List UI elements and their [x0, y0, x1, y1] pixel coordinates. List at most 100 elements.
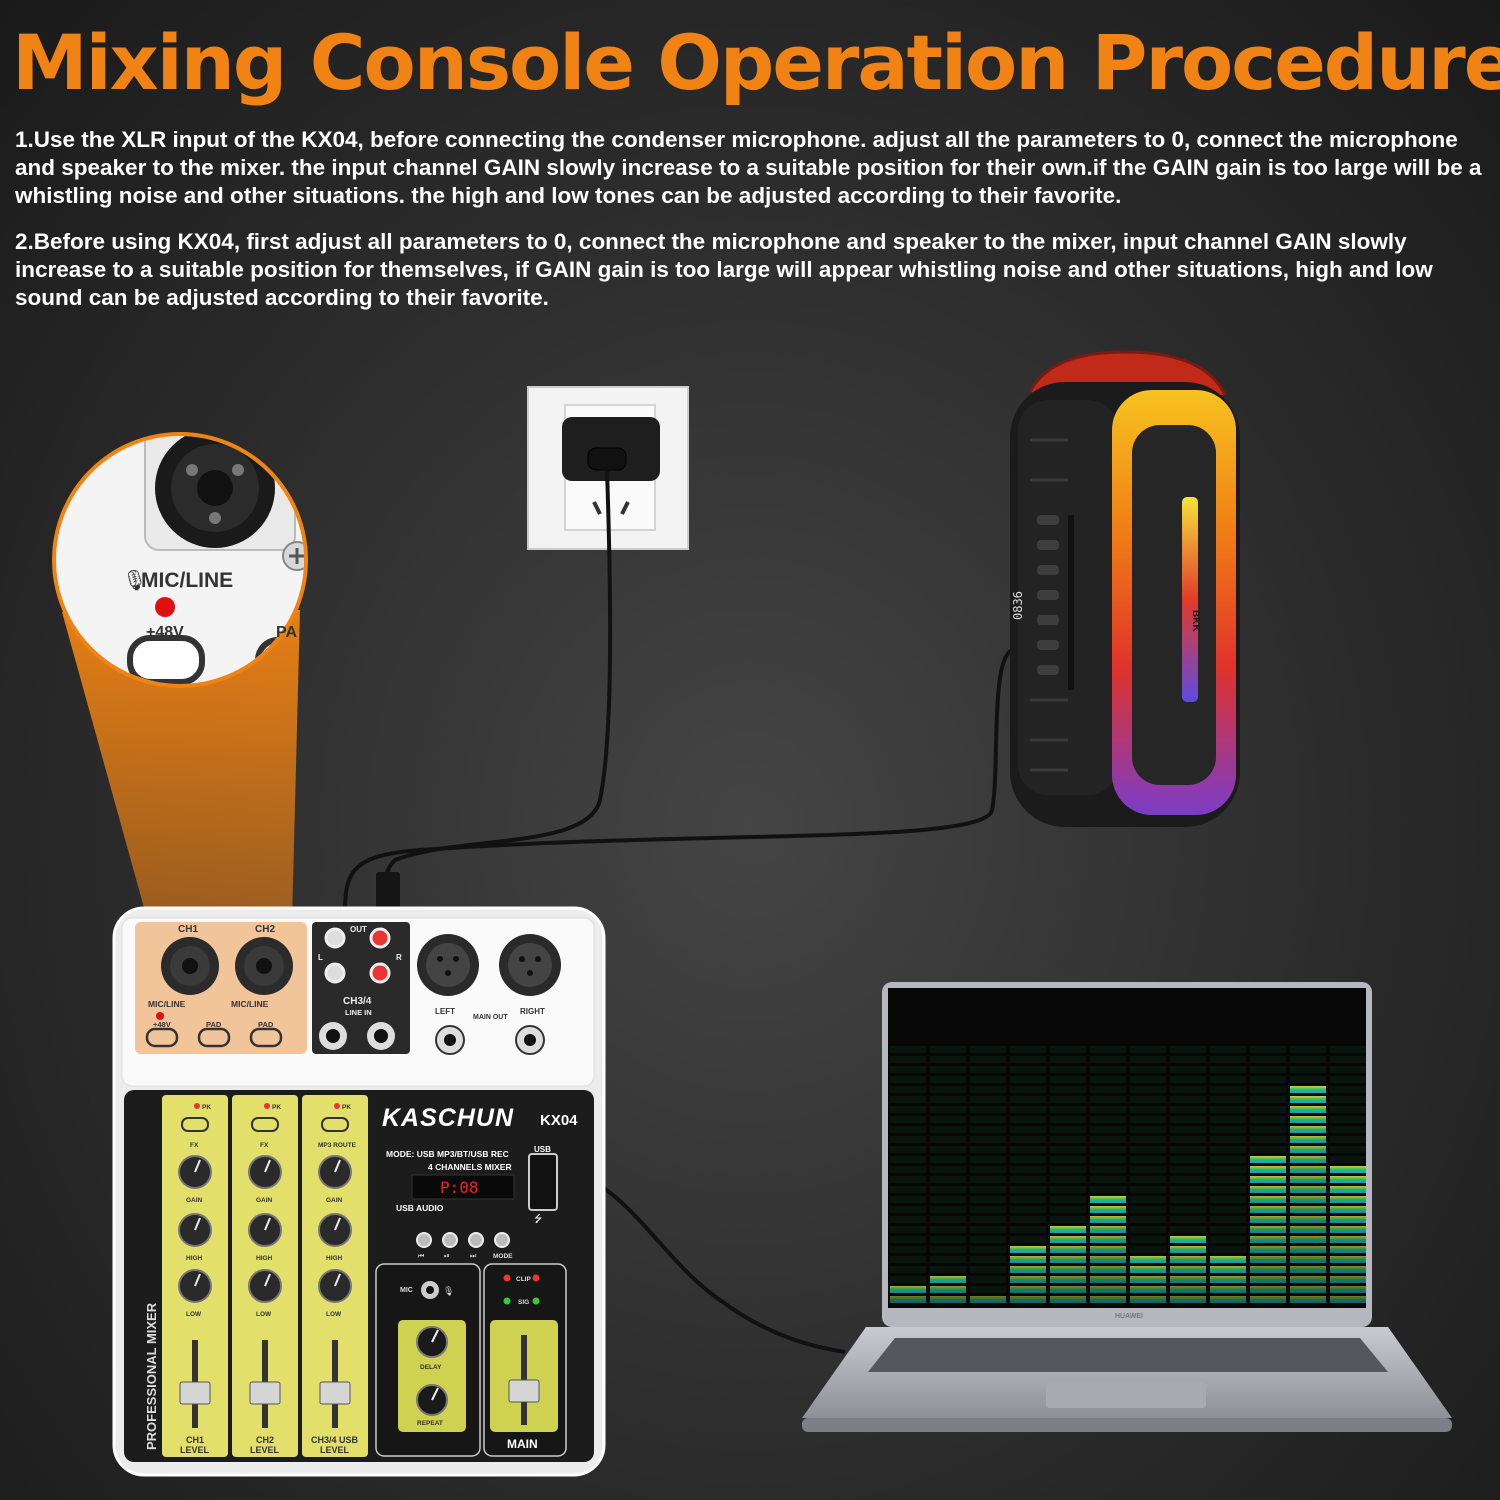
ch2-gain-knob[interactable] — [248, 1155, 282, 1189]
eq-segment-dim — [1130, 1176, 1166, 1183]
eq-segment — [1090, 1226, 1126, 1233]
eq-segment — [1330, 1246, 1366, 1253]
ch34-low-knob[interactable] — [318, 1269, 352, 1303]
ch1-level-fader[interactable] — [179, 1381, 211, 1405]
eq-segment — [1050, 1246, 1086, 1253]
eq-segment-dim — [970, 1176, 1006, 1183]
ch34-level-fader[interactable] — [319, 1381, 351, 1405]
next-icon: ⏭ — [470, 1252, 477, 1260]
ch2-route-switch[interactable] — [251, 1117, 279, 1132]
eq-segment-dim — [1090, 1066, 1126, 1073]
play-pause-button[interactable] — [442, 1232, 458, 1248]
eq-segment — [1250, 1186, 1286, 1193]
eq-segment-dim — [1010, 1046, 1046, 1053]
ch2-level-fader[interactable] — [249, 1381, 281, 1405]
eq-segment — [1290, 1266, 1326, 1273]
channels-text: 4 CHANNELS MIXER — [428, 1162, 512, 1172]
previous-button[interactable] — [416, 1232, 432, 1248]
eq-segment-dim — [1330, 1076, 1366, 1083]
ch1-pad-button[interactable] — [197, 1027, 231, 1048]
eq-segment — [1090, 1206, 1126, 1213]
eq-segment-dim — [890, 1216, 926, 1223]
eq-segment-dim — [1330, 1146, 1366, 1153]
eq-segment-dim — [1130, 1086, 1166, 1093]
professional-mixer-label: PROFESSIONAL MIXER — [144, 1302, 159, 1450]
ch34-channel-label: CH3/4 USB — [311, 1435, 359, 1445]
ch1-xlr-jack — [161, 937, 219, 995]
ch34-route-switch[interactable] — [321, 1117, 349, 1132]
eq-segment-dim — [1090, 1156, 1126, 1163]
eq-segment-dim — [970, 1056, 1006, 1063]
eq-segment-dim — [1170, 1136, 1206, 1143]
eq-segment-dim — [890, 1156, 926, 1163]
eq-segment — [1250, 1206, 1286, 1213]
ch2-pad-button[interactable] — [249, 1027, 283, 1048]
main-fader[interactable] — [508, 1379, 540, 1403]
eq-segment — [1250, 1276, 1286, 1283]
eq-segment — [1050, 1286, 1086, 1293]
ch2-low-knob[interactable] — [248, 1269, 282, 1303]
ch1-gain-label: GAIN — [186, 1197, 203, 1204]
zoom-pad-label: PA — [276, 624, 297, 641]
eq-segment-dim — [1010, 1146, 1046, 1153]
ch1-high-knob[interactable] — [178, 1213, 212, 1247]
eq-segment-dim — [1250, 1056, 1286, 1063]
eq-segment-dim — [890, 1146, 926, 1153]
eq-segment-dim — [1050, 1086, 1086, 1093]
repeat-knob[interactable] — [416, 1384, 448, 1416]
eq-segment-dim — [1050, 1096, 1086, 1103]
eq-segment — [1330, 1176, 1366, 1183]
delay-knob[interactable] — [416, 1326, 448, 1358]
usb-port[interactable] — [528, 1153, 558, 1211]
eq-segment-dim — [970, 1076, 1006, 1083]
eq-segment — [1210, 1286, 1246, 1293]
ch1-level-label: LEVEL — [180, 1445, 210, 1455]
ch1-low-knob[interactable] — [178, 1269, 212, 1303]
eq-segment-dim — [1010, 1166, 1046, 1173]
eq-segment — [1170, 1256, 1206, 1263]
eq-segment-dim — [1250, 1106, 1286, 1113]
ch34-gain-knob[interactable] — [318, 1155, 352, 1189]
eq-segment-dim — [1090, 1146, 1126, 1153]
next-button[interactable] — [468, 1232, 484, 1248]
eq-segment — [1210, 1256, 1246, 1263]
eq-segment-dim — [1250, 1126, 1286, 1133]
eq-segment-dim — [1210, 1176, 1246, 1183]
ch2-high-knob[interactable] — [248, 1213, 282, 1247]
eq-segment — [1290, 1116, 1326, 1123]
eq-segment-dim — [1130, 1136, 1166, 1143]
ch34-high-knob[interactable] — [318, 1213, 352, 1247]
eq-segment — [1290, 1226, 1326, 1233]
party-speaker: 0836 BKK — [1010, 350, 1240, 827]
eq-segment-dim — [1050, 1186, 1086, 1193]
line-in-label: LINE IN — [345, 1008, 372, 1017]
eq-segment-dim — [890, 1176, 926, 1183]
eq-segment-dim — [1290, 1056, 1326, 1063]
mode-button[interactable] — [494, 1232, 510, 1248]
eq-segment-dim — [1010, 1236, 1046, 1243]
eq-segment — [930, 1296, 966, 1303]
ch2-xlr-jack — [235, 937, 293, 995]
ch1-gain-knob[interactable] — [178, 1155, 212, 1189]
phantom-button[interactable] — [145, 1027, 179, 1048]
eq-segment-dim — [1210, 1216, 1246, 1223]
eq-segment-dim — [1130, 1166, 1166, 1173]
eq-segment-dim — [1090, 1136, 1126, 1143]
eq-segment — [1210, 1296, 1246, 1303]
eq-segment-dim — [1090, 1106, 1126, 1113]
eq-segment-dim — [1170, 1226, 1206, 1233]
eq-segment-dim — [930, 1266, 966, 1273]
eq-segment-dim — [1170, 1166, 1206, 1173]
eq-segment — [1330, 1216, 1366, 1223]
eq-segment-dim — [930, 1256, 966, 1263]
eq-segment — [1010, 1256, 1046, 1263]
eq-segment-dim — [1250, 1146, 1286, 1153]
eq-segment-dim — [930, 1196, 966, 1203]
eq-segment-dim — [1210, 1206, 1246, 1213]
eq-segment — [1290, 1186, 1326, 1193]
eq-segment — [1050, 1276, 1086, 1283]
ch1-route-switch[interactable] — [181, 1117, 209, 1132]
zoom-xlr-detail: 🎙 MIC/LINE +48V PA — [52, 432, 308, 688]
eq-segment-dim — [1090, 1186, 1126, 1193]
